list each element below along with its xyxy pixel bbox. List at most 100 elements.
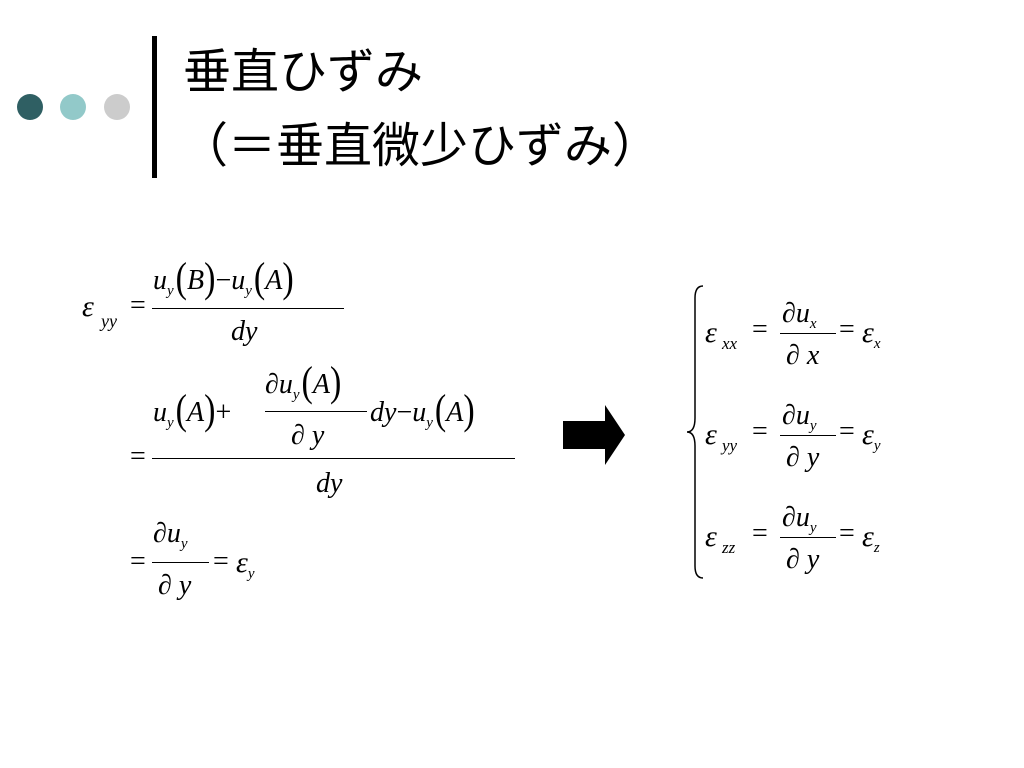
span-math-glyph: ∂u: [265, 369, 293, 400]
span-math-glyph: x: [809, 316, 817, 332]
span-math-glyph: y: [247, 566, 255, 582]
div-math-glyph: =: [839, 314, 855, 345]
span-math-glyph: ε: [862, 418, 874, 451]
div-math-glyph: zz: [722, 538, 736, 557]
row3-numerator: ∂uy: [153, 518, 190, 552]
div-math-glyph: ∂ y: [786, 544, 820, 575]
slide-title-line-2: （＝垂直微少ひずみ）: [180, 118, 661, 174]
epsilon-subscript: yy: [101, 311, 117, 331]
div-math-glyph: [780, 537, 836, 538]
span-math-glyph: −: [215, 265, 232, 296]
span-math-glyph: −: [396, 397, 413, 428]
span-math-glyph: ε: [705, 520, 717, 553]
div-math-glyph: ∂uy: [782, 502, 819, 536]
span-math-glyph: u: [153, 397, 167, 428]
row2-inner-fraction-bar: [265, 411, 367, 412]
div-math-glyph: ∂ y: [786, 442, 820, 473]
span-math-glyph: y: [426, 415, 433, 431]
span-math-glyph: ε: [862, 316, 874, 349]
span-math-glyph: dy: [370, 397, 397, 428]
span-math-glyph: ε: [705, 418, 717, 451]
span-math-glyph: ∂u: [153, 518, 181, 549]
row2-equals-sign: =: [130, 441, 146, 472]
polygon-math-glyph: [563, 405, 625, 465]
span-math-glyph: ): [463, 387, 475, 434]
span-math-glyph: y: [167, 415, 174, 431]
div-math-glyph: =: [752, 314, 768, 345]
div-math-glyph: [780, 333, 836, 334]
row2-inner-fraction-denominator: ∂ y: [291, 420, 325, 451]
div-math-glyph: ε: [705, 318, 717, 348]
div-math-glyph: =: [839, 416, 855, 447]
div-math-glyph: ε: [705, 522, 717, 552]
span-math-glyph: ∂u: [782, 298, 810, 329]
row2-inner-fraction-numerator: ∂uy(A): [265, 361, 341, 404]
div-math-glyph: εx: [862, 316, 883, 352]
span-math-glyph: z: [873, 540, 880, 556]
span-math-glyph: y: [167, 283, 174, 299]
path-math-glyph: [686, 285, 704, 579]
row3-fraction-bar: [152, 562, 209, 563]
div-math-glyph: ∂ x: [786, 340, 820, 371]
row3-denominator: ∂ y: [158, 570, 192, 601]
accent-dot-1: [17, 94, 43, 120]
epsilon-symbol: ε: [82, 292, 94, 322]
div-math-glyph: ε: [705, 420, 717, 450]
span-math-glyph: B: [187, 265, 205, 296]
span-math-glyph: y: [180, 536, 188, 552]
accent-dot-2: [60, 94, 86, 120]
span-math-glyph: (: [301, 359, 313, 406]
span-math-glyph: ∂u: [782, 400, 810, 431]
row3-equals-sign: =: [130, 546, 146, 577]
div-math-glyph: =: [839, 518, 855, 549]
div-math-glyph: xx: [722, 334, 738, 353]
row3-epsilon: εy: [236, 546, 257, 582]
div-math-glyph: [780, 435, 836, 436]
div-math-glyph: ∂ux: [782, 298, 819, 332]
span-math-glyph: ): [204, 387, 216, 434]
span-math-glyph: +: [215, 397, 232, 428]
span-math-glyph: ε: [705, 316, 717, 349]
div-math-glyph: yy: [722, 436, 738, 455]
span-math-glyph: ε: [236, 546, 248, 579]
slide-title-line-1: 垂直ひずみ: [183, 44, 424, 100]
span-math-glyph: ): [329, 359, 342, 406]
row3-equals-sign-2: =: [213, 546, 229, 577]
accent-dot-3: [104, 94, 130, 120]
row1-denominator: dy: [231, 316, 258, 347]
span-math-glyph: y: [809, 418, 817, 434]
span-math-glyph: (: [175, 387, 187, 434]
row2-numerator-right: dy−uy(A): [370, 389, 475, 432]
left-brace-icon: [686, 285, 704, 579]
span-math-glyph: (: [253, 255, 266, 302]
div-math-glyph: =: [752, 416, 768, 447]
equals-sign: =: [130, 290, 146, 321]
span-math-glyph: ε: [862, 520, 874, 553]
span-math-glyph: ): [204, 255, 216, 302]
div-math-glyph: εy: [862, 418, 883, 454]
span-math-glyph: u: [153, 265, 167, 296]
span-math-glyph: A: [265, 265, 283, 296]
row2-numerator-left: uy(A)+: [153, 389, 232, 432]
span-math-glyph: A: [187, 397, 205, 428]
span-math-glyph: y: [245, 283, 252, 299]
span-math-glyph: A: [446, 397, 464, 428]
span-math-glyph: x: [873, 336, 881, 352]
span-math-glyph: ε: [82, 290, 94, 323]
row2-denominator: dy: [316, 468, 343, 499]
span-math-glyph: y: [873, 438, 881, 454]
div-math-glyph: =: [752, 518, 768, 549]
span-math-glyph: (: [175, 255, 187, 302]
div-math-glyph: ∂uy: [782, 400, 819, 434]
right-arrow-icon: [563, 405, 625, 465]
row1-numerator: uy(B)−uy(A): [153, 257, 294, 300]
span-math-glyph: A: [312, 369, 330, 400]
span-math-glyph: u: [231, 265, 246, 296]
title-divider: [152, 36, 157, 178]
span-math-glyph: (: [434, 387, 447, 434]
div-math-glyph: εz: [862, 520, 882, 556]
row2-fraction-bar: [152, 458, 515, 459]
span-math-glyph: u: [412, 397, 427, 428]
span-math-glyph: ): [282, 255, 294, 302]
span-math-glyph: ∂u: [782, 502, 810, 533]
